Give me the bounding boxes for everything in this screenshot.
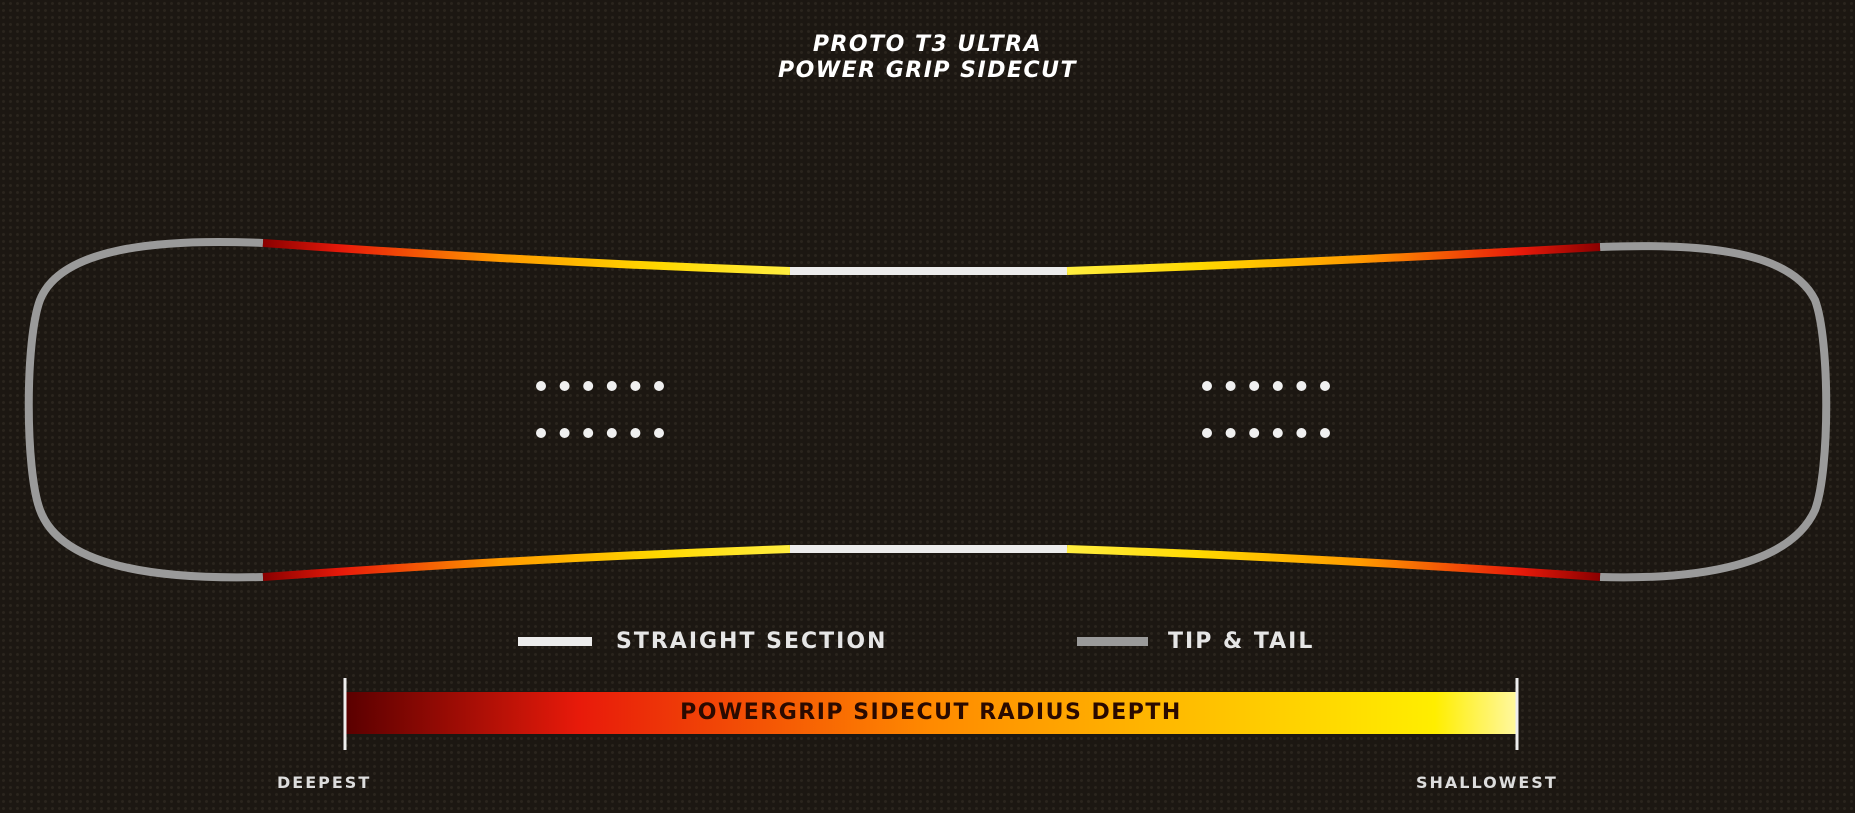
tail-outline [1599,242,1831,582]
insert-hole [559,428,570,438]
insert-hole [536,428,546,438]
insert-hole [559,381,570,391]
insert-hole [1296,381,1307,391]
insert-hole [606,381,617,391]
diagram-title: PROTO T3 ULTRA POWER GRIP SIDECUT [0,32,1855,84]
shallowest-label: SHALLOWEST [1416,773,1558,792]
insert-hole [1249,428,1260,438]
insert-hole [1225,381,1236,391]
bottom-sidecut-right [1066,545,1601,581]
insert-hole [1202,428,1212,438]
insert-hole [1202,381,1212,391]
insert-hole [1249,381,1260,391]
insert-hole [630,428,641,438]
title-line-2: POWER GRIP SIDECUT [777,58,1078,83]
insert-hole [583,381,594,391]
top-sidecut-right [1066,243,1601,275]
insert-hole [536,381,546,391]
insert-hole [630,381,641,391]
insert-hole [1272,381,1283,391]
title-line-1: PROTO T3 ULTRA [812,32,1043,57]
legend-tip-tail-swatch [1077,637,1148,646]
deepest-label: DEEPEST [277,773,372,792]
depth-gradient-bar [345,692,1517,734]
nose-outline [24,237,264,582]
legend-tip-tail-label: TIP & TAIL [1168,629,1315,654]
insert-hole [1225,428,1236,438]
insert-hole [606,428,617,438]
legend-straight-label: STRAIGHT SECTION [616,629,888,654]
legend-straight-swatch [518,637,592,646]
binding-inserts [536,381,1330,438]
bottom-sidecut-left [262,545,791,581]
insert-hole [1320,428,1330,438]
insert-hole [654,428,664,438]
depth-bar-label: POWERGRIP SIDECUT RADIUS DEPTH [680,700,1182,725]
insert-hole [1272,428,1283,438]
top-sidecut-left [262,239,791,275]
insert-hole [583,428,594,438]
insert-hole [654,381,664,391]
insert-hole [1320,381,1330,391]
insert-hole [1296,428,1307,438]
